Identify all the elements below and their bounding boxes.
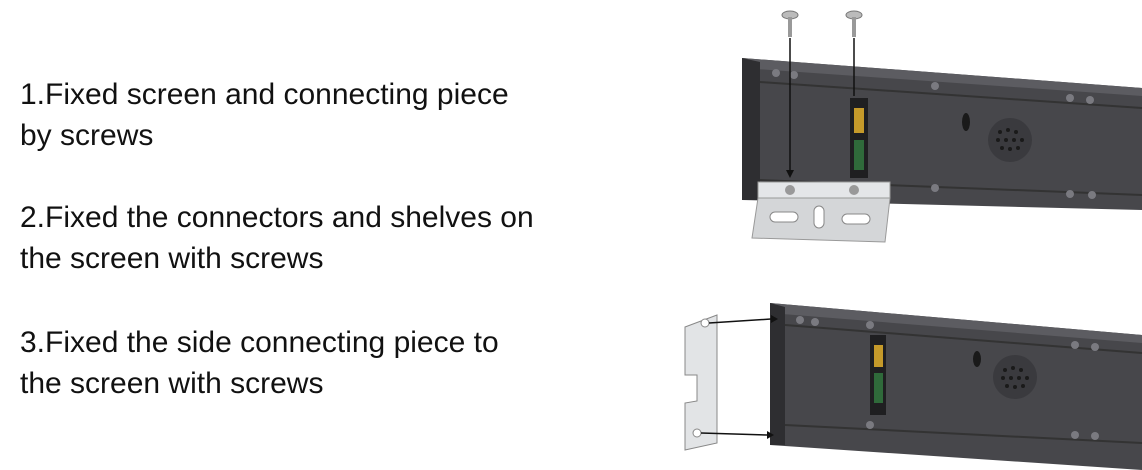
step-3-line-2: the screen with screws: [20, 367, 324, 400]
step-2-text: 2.Fixed the connectors and shelves on th…: [20, 197, 640, 279]
bracket-install-illustration: [742, 10, 1142, 243]
step-3-text: 3.Fixed the side connecting piece to the…: [20, 322, 640, 404]
step-2-line-1: 2.Fixed the connectors and shelves on: [20, 201, 534, 234]
step-1-line-1: 1.Fixed screen and connecting piece: [20, 78, 509, 111]
screw-icon: [781, 10, 799, 37]
step-3-line-1: 3.Fixed the side connecting piece to: [20, 326, 499, 359]
step-1-text: 1.Fixed screen and connecting piece by s…: [20, 74, 640, 156]
step-2-line-2: the screen with screws: [20, 242, 324, 275]
step-1-line-2: by screws: [20, 119, 154, 152]
screw-icon: [845, 10, 863, 37]
side-piece-install-illustration: [684, 303, 1142, 470]
